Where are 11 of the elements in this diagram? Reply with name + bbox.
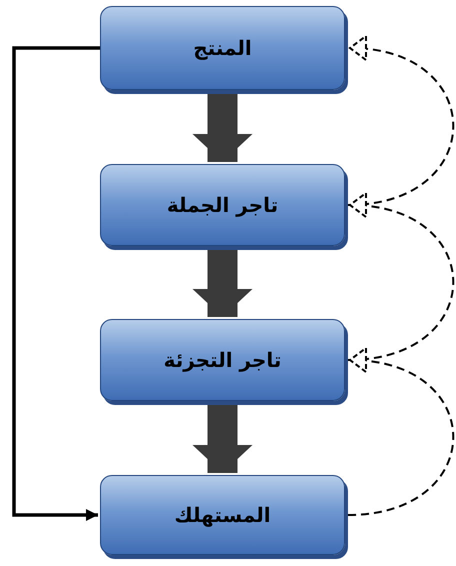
box-label: المستهلك bbox=[174, 503, 271, 527]
arrow bbox=[192, 405, 252, 473]
arrow bbox=[348, 348, 454, 516]
arrow bbox=[192, 250, 252, 317]
arrow bbox=[12, 46, 100, 521]
box-label: المنتج bbox=[193, 36, 252, 60]
box-label: تاجر التجزئة bbox=[164, 348, 282, 372]
arrow bbox=[348, 194, 454, 361]
arrow bbox=[192, 94, 252, 162]
arrow bbox=[348, 36, 454, 206]
box-label: تاجر الجملة bbox=[166, 193, 278, 217]
